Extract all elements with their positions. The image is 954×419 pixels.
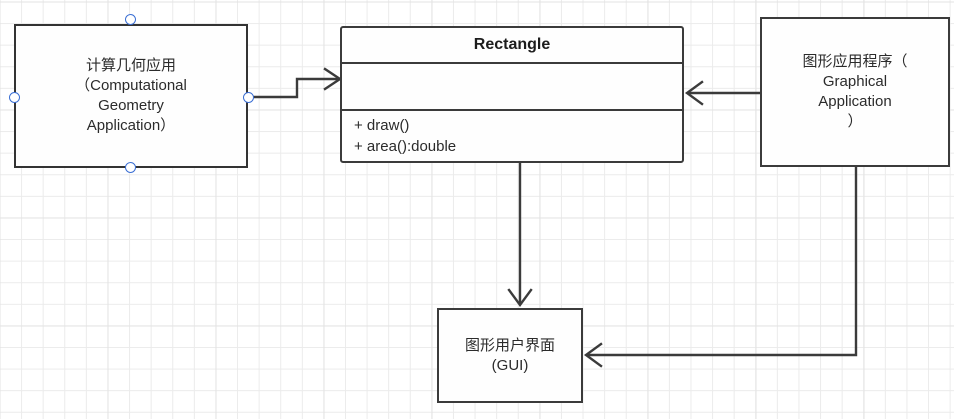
edge-rectangle-to-gui-arrowhead xyxy=(507,288,533,308)
edge-geometry-to-rectangle[interactable] xyxy=(248,77,340,99)
edge-graphical-app-to-rectangle-arrowhead xyxy=(684,80,704,106)
class-operation: + area():double xyxy=(354,138,457,155)
class-operation: + draw() xyxy=(354,117,410,134)
class-attributes-compartment xyxy=(342,64,682,111)
node-label: 图形应用程序（ Graphical Application ） xyxy=(802,53,908,130)
selection-handle-right[interactable] xyxy=(242,91,254,103)
selection-handle-top[interactable] xyxy=(124,13,136,25)
edge-geometry-to-rectangle-arrowhead xyxy=(323,67,343,91)
class-operations-compartment: + draw() + area():double xyxy=(342,111,682,161)
node-rectangle-class[interactable]: Rectangle + draw() + area():double xyxy=(340,26,684,163)
node-computational-geometry-application[interactable]: 计算几何应用 （Computational Geometry Applicati… xyxy=(14,24,248,168)
node-graphical-application[interactable]: 图形应用程序（ Graphical Application ） xyxy=(760,17,950,167)
node-label: 图形用户界面 (GUI) xyxy=(464,336,555,374)
class-title: Rectangle xyxy=(342,28,682,64)
edge-graphical-app-to-gui-arrowhead xyxy=(583,342,603,368)
edge-graphical-app-to-gui[interactable] xyxy=(586,166,858,357)
node-label: 计算几何应用 （Computational Geometry Applicati… xyxy=(75,57,187,134)
selection-handle-left[interactable] xyxy=(8,91,20,103)
selection-handle-bottom[interactable] xyxy=(124,161,136,173)
node-graphical-user-interface[interactable]: 图形用户界面 (GUI) xyxy=(437,308,583,403)
